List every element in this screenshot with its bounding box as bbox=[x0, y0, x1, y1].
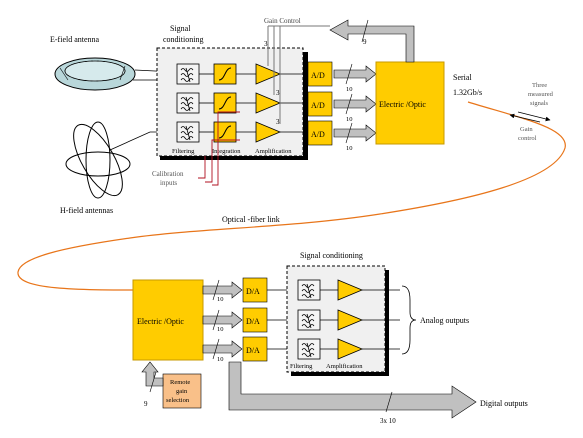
bus-9-label-top: 9 bbox=[363, 38, 367, 46]
eo-converter-bottom bbox=[132, 279, 204, 361]
ad-label-3: A/D bbox=[311, 130, 325, 139]
bus-3x10-label: 3x 10 bbox=[380, 417, 396, 425]
bottom-channel-1 bbox=[297, 279, 400, 301]
serial-rate-label: 1.32Gb/s bbox=[453, 88, 482, 97]
ad-to-eo-buses bbox=[333, 63, 377, 144]
amplification-top-label: Amplification bbox=[255, 148, 292, 155]
bus-3-label-a: 3 bbox=[264, 40, 268, 48]
e-field-antenna-label: E-field antenna bbox=[50, 35, 100, 44]
eo-top-label: Electric /Optic bbox=[379, 100, 426, 109]
eo-converter-top bbox=[375, 61, 445, 145]
gain-control-arrow bbox=[509, 113, 541, 123]
h-field-antennas-icon bbox=[65, 121, 131, 199]
ad-label-2: A/D bbox=[311, 101, 325, 110]
h-field-antennas-label: H-field antennas bbox=[60, 206, 113, 215]
calibration-inputs-label-1: Calibration bbox=[152, 170, 184, 178]
digital-outputs-label: Digital outputs bbox=[480, 399, 528, 408]
three-measured-signals-2: measured bbox=[528, 91, 554, 98]
da-converter-2 bbox=[242, 307, 268, 333]
bus-9-tick-top bbox=[361, 19, 369, 43]
e-field-antenna-icon bbox=[54, 57, 136, 91]
integration-top-label: Integration bbox=[212, 148, 241, 155]
gain-control-right-1: Gain bbox=[520, 126, 533, 133]
bus-3x10-tick bbox=[385, 391, 393, 413]
bus-10-label-c: 10 bbox=[346, 145, 353, 152]
ad-converters bbox=[307, 61, 333, 146]
remote-gain-selection-box bbox=[162, 373, 202, 409]
digital-outputs-arrow bbox=[228, 361, 477, 419]
three-measured-signals-3: signals bbox=[530, 100, 549, 107]
filtering-top-label: Filtering bbox=[172, 148, 195, 155]
remote-gain-arrow bbox=[141, 361, 164, 387]
calibration-inputs-label-2: inputs bbox=[160, 179, 177, 187]
signal-conditioning-top-label-1: Signal bbox=[170, 24, 191, 33]
gain-control-right-2: control bbox=[518, 135, 537, 142]
optical-fiber-path bbox=[17, 101, 566, 291]
bus-10-label-b: 10 bbox=[346, 116, 353, 123]
da-converter-3 bbox=[242, 336, 268, 362]
three-signals-arrow bbox=[517, 111, 551, 122]
signal-conditioning-bottom-label: Signal conditioning bbox=[300, 251, 363, 260]
da-label-2: D/A bbox=[246, 317, 260, 326]
serial-label: Serial bbox=[453, 73, 472, 82]
top-channel-3 bbox=[176, 121, 308, 143]
gain-control-lines bbox=[267, 25, 330, 124]
analog-outputs-label: Analog outputs bbox=[420, 316, 469, 325]
top-channel-2 bbox=[176, 92, 308, 114]
ad-label-1: A/D bbox=[311, 71, 325, 80]
ad-converter-1 bbox=[307, 61, 333, 87]
bus-9-tick-bottom bbox=[149, 371, 157, 393]
ad-converter-2 bbox=[307, 91, 333, 117]
remote-gain-label-2: gain bbox=[176, 388, 188, 395]
bottom-channel-2 bbox=[297, 309, 400, 331]
ad-converter-3 bbox=[307, 120, 333, 146]
remote-gain-label-3: selection bbox=[166, 397, 190, 404]
gain-control-top-label: Gain Control bbox=[264, 17, 301, 25]
remote-gain-label-1: Remote bbox=[170, 379, 190, 386]
gain-control-feedback-arrow bbox=[329, 19, 415, 63]
bus-9-label-bottom: 9 bbox=[144, 400, 148, 408]
bus-3-label-b: 3 bbox=[276, 89, 280, 97]
calibration-input-lines bbox=[198, 111, 240, 186]
bus-10-label-g: 10 bbox=[217, 356, 224, 363]
bus-10-label-d: 10 bbox=[217, 296, 224, 303]
da-converters bbox=[242, 277, 268, 362]
bottom-channel-3 bbox=[297, 338, 400, 360]
eo-bottom-label: Electric /Optic bbox=[137, 317, 184, 326]
analog-outputs-brace bbox=[401, 285, 417, 355]
top-channel-1 bbox=[176, 63, 308, 85]
bus-3-label-c: 3 bbox=[276, 118, 280, 126]
bus-10-label-e: 10 bbox=[217, 326, 224, 333]
eo-to-da-buses bbox=[202, 279, 243, 360]
signal-conditioning-top-label-2: conditioning bbox=[163, 35, 203, 44]
filtering-bottom-label: Filtering bbox=[290, 363, 313, 370]
da-label-1: D/A bbox=[246, 287, 260, 296]
bus-10-label-a: 10 bbox=[346, 86, 353, 93]
amplification-bottom-label: Amplification bbox=[326, 363, 363, 370]
optical-fiber-link-label: Optical -fiber link bbox=[222, 215, 280, 224]
three-measured-signals-1: Three bbox=[532, 82, 547, 89]
da-label-3: D/A bbox=[246, 346, 260, 355]
